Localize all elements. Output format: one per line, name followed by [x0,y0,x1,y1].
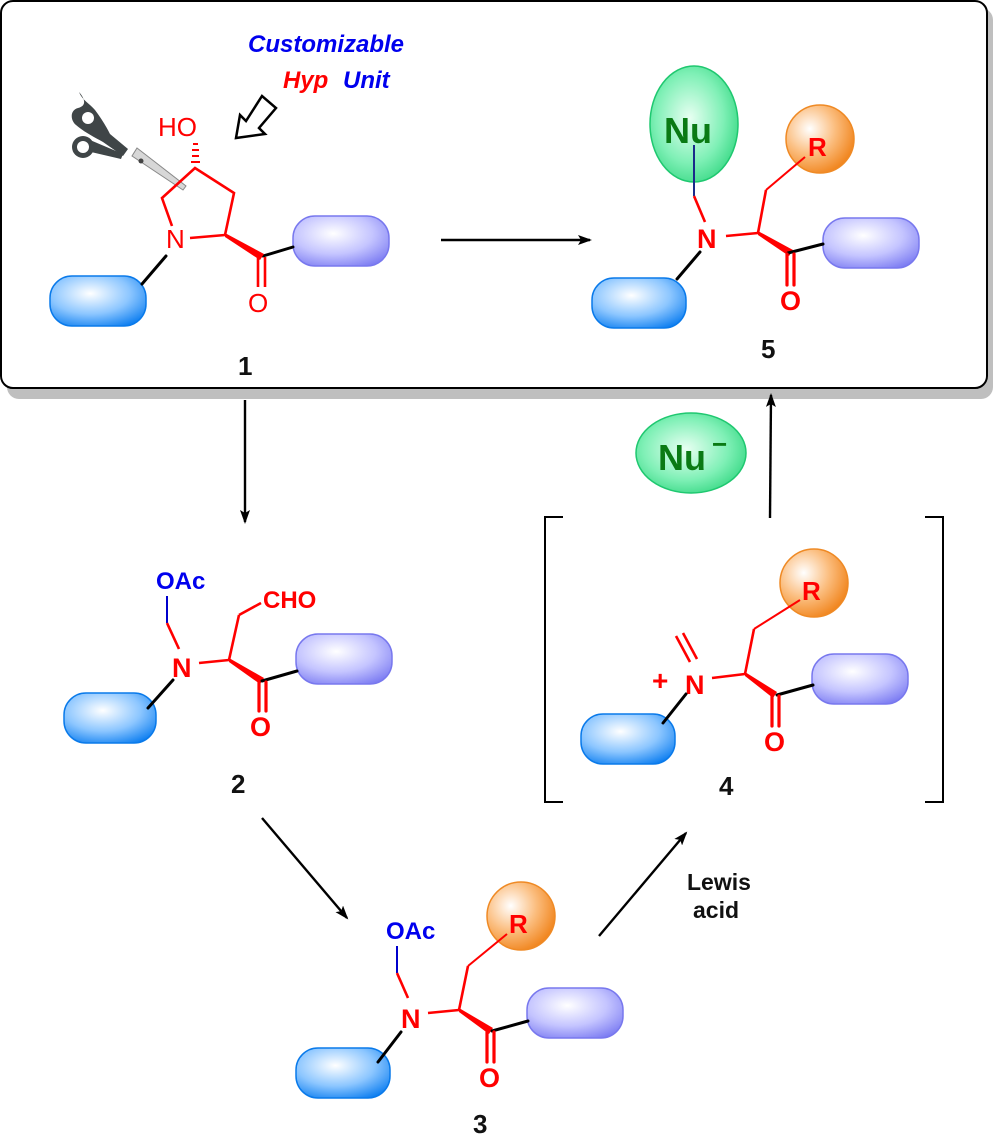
scissors-icon [71,92,187,191]
carbonyl-oxygen-label: O [248,288,268,318]
compound-number-3: 3 [473,1109,487,1138]
n-terminal-pill [49,275,147,327]
c-terminal-pill [811,653,909,705]
carbonyl-oxygen-label: O [764,727,785,757]
compound-number-5: 5 [761,334,775,364]
nucleophile-reagent: Nu − [635,412,747,494]
r-circle [486,881,556,951]
r-label: R [802,576,821,606]
compound-3: R OAc N O 3 [295,881,624,1138]
nitrogen-label: N [401,1004,421,1034]
carbonyl-oxygen-label: O [250,712,271,742]
c-terminal-pill [295,633,393,685]
nu-minus-charge: − [712,429,727,459]
bracket-right [925,516,944,803]
compound-1: HO N O 1 [49,112,390,381]
header-unit: Unit [343,67,391,94]
aldehyde-label: CHO [263,587,316,614]
lewis-acid-line2: acid [693,897,739,923]
compound-number-4: 4 [719,771,734,801]
nu-label: Nu [664,110,712,151]
charge-label: + [652,665,668,696]
compound-number-2: 2 [231,769,245,799]
acetoxy-label: OAc [386,918,435,945]
arrow-2-to-3 [261,817,349,920]
carbonyl-oxygen-label: O [479,1063,500,1093]
lewis-acid-line1: Lewis [687,869,751,895]
c-terminal-pill [822,217,920,269]
nitrogen-label: N [166,224,185,254]
n-terminal-pill [580,713,676,765]
carbonyl-oxygen-label: O [780,286,801,316]
n-terminal-pill [63,692,157,744]
compound-2: OAc N CHO O 2 [63,568,393,799]
r-circle [785,104,855,174]
top-box [0,0,988,389]
nitrogen-label: N [697,224,717,254]
header-hyp: Hyp [283,67,328,94]
arrow-3-to-4 [598,831,688,937]
r-circle [779,548,849,618]
n-terminal-pill [295,1047,391,1099]
arrow-4-to-5 [765,393,776,519]
nitrogen-label: N [685,670,705,700]
hydroxyl-label: HO [158,112,197,142]
nu-minus-label: Nu [658,437,706,478]
compound-4: R + N O 4 [580,548,909,801]
n-terminal-pill [591,277,687,329]
r-label: R [808,132,827,162]
r-label: R [509,909,528,939]
compound-number-1: 1 [238,351,252,381]
nitrogen-label: N [172,653,192,683]
c-terminal-pill [526,987,624,1039]
nu-minus-ellipse [635,412,747,494]
acetoxy-label: OAc [156,568,205,595]
header-line1: Customizable [248,31,404,58]
hollow-arrow-icon [234,94,278,140]
c-terminal-pill [292,215,390,267]
compound-5: Nu R N O 5 [591,65,920,364]
bracket-left [544,516,563,803]
